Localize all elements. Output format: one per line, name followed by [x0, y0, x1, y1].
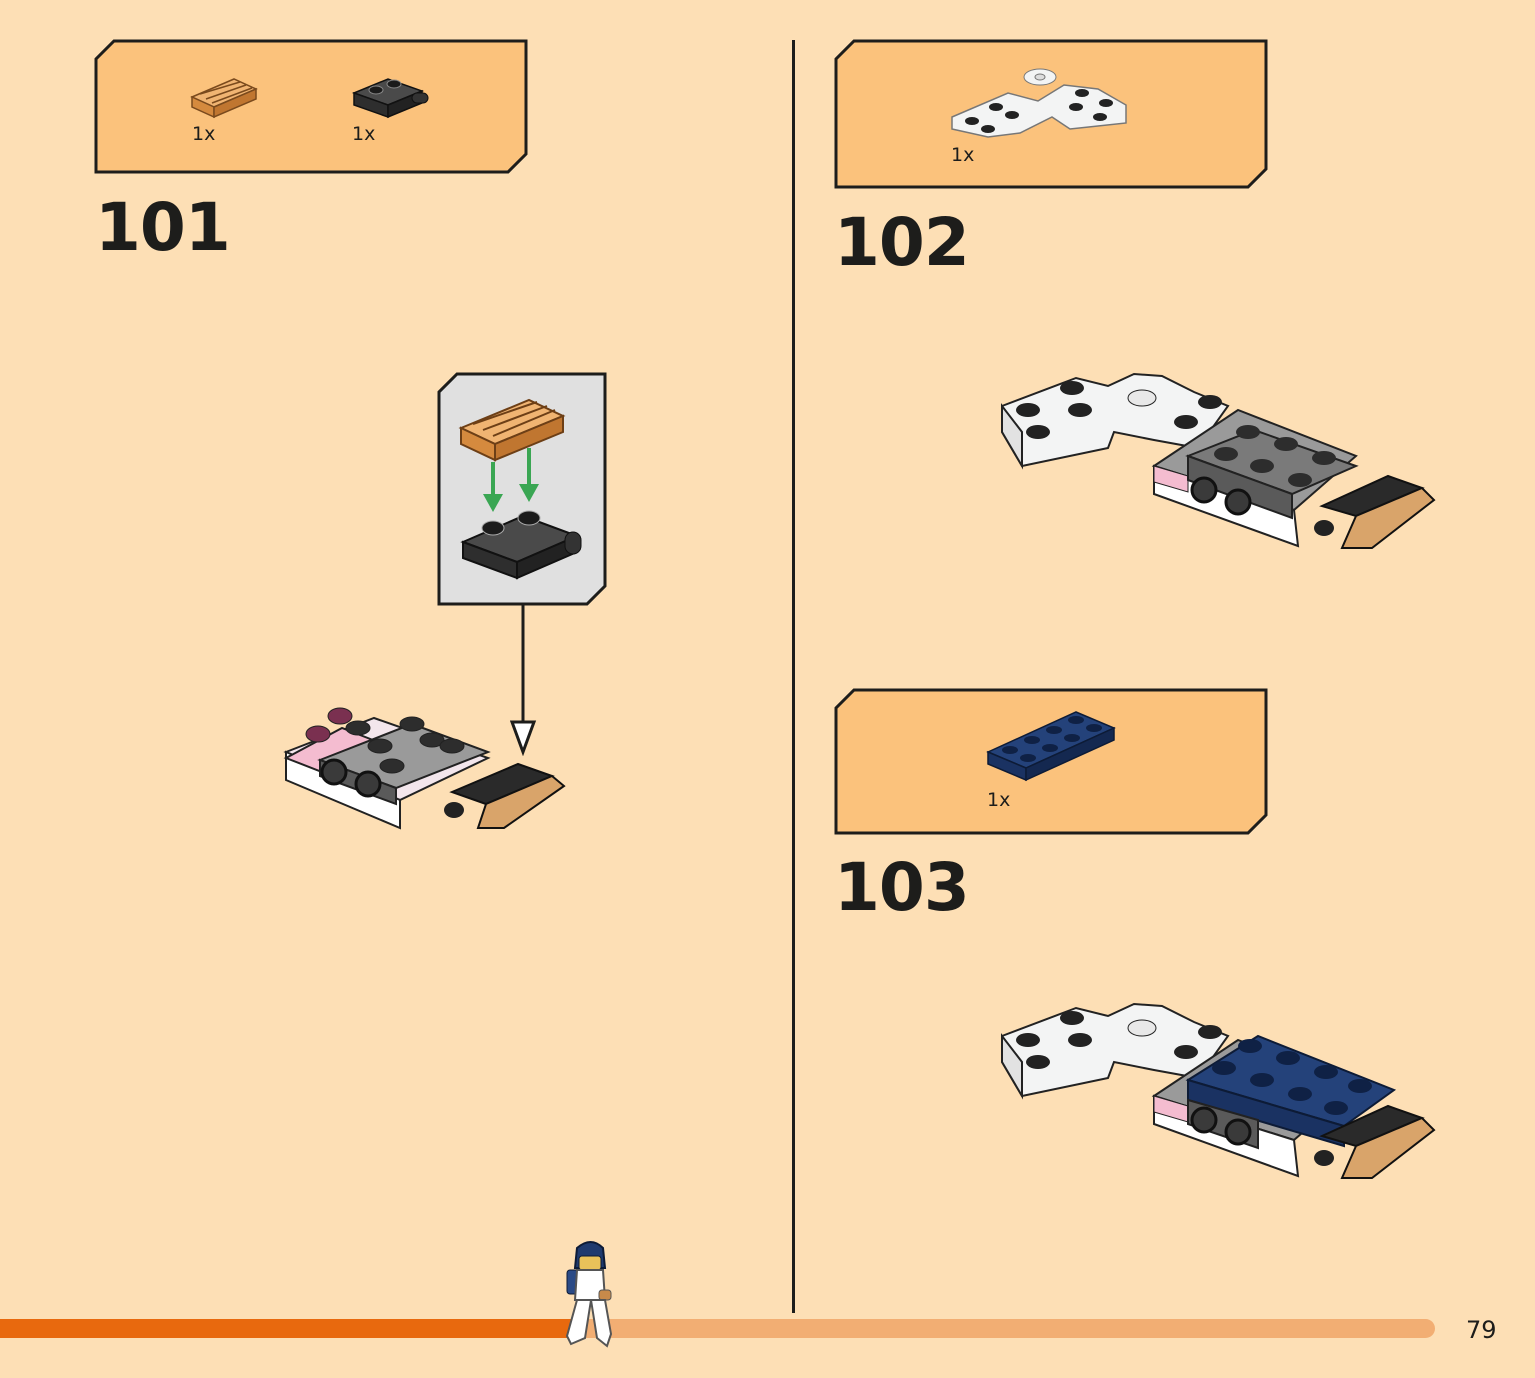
step-number-102: 102: [834, 204, 970, 281]
dark-blue-2x4-plate-icon: [986, 711, 1116, 782]
progress-bar-fill: [0, 1319, 571, 1338]
page-divider: [792, 40, 795, 1313]
black-wheel-holder-plate-icon: [460, 510, 582, 580]
step-number-103: 103: [834, 849, 970, 926]
parts-callout-step-101: 1x 1x: [94, 39, 528, 174]
tan-grille-tile-icon: [190, 78, 258, 119]
green-arrow-icon: [483, 448, 539, 512]
model-assembly-step-103: [1001, 1002, 1436, 1179]
minifigure-progress-icon: [565, 1241, 613, 1348]
white-hinge-plate-icon: [951, 68, 1127, 138]
part-quantity: 1x: [352, 123, 376, 145]
tan-grille-tile-icon: [458, 398, 566, 462]
parts-callout-frame: [94, 39, 528, 174]
part-quantity: 1x: [987, 789, 1011, 811]
model-assembly-step-101: [283, 707, 566, 830]
step-number-101: 101: [95, 189, 231, 266]
page-number: 79: [1466, 1316, 1497, 1344]
part-quantity: 1x: [951, 144, 975, 166]
assembly-arrow-icon: [510, 604, 537, 756]
subassembly-callout: [437, 372, 607, 606]
parts-callout-step-103: 1x: [834, 688, 1268, 835]
model-assembly-step-102: [1001, 372, 1436, 549]
black-wheel-holder-plate-icon: [351, 78, 429, 119]
part-quantity: 1x: [192, 123, 216, 145]
parts-callout-step-102: 1x: [834, 39, 1268, 189]
